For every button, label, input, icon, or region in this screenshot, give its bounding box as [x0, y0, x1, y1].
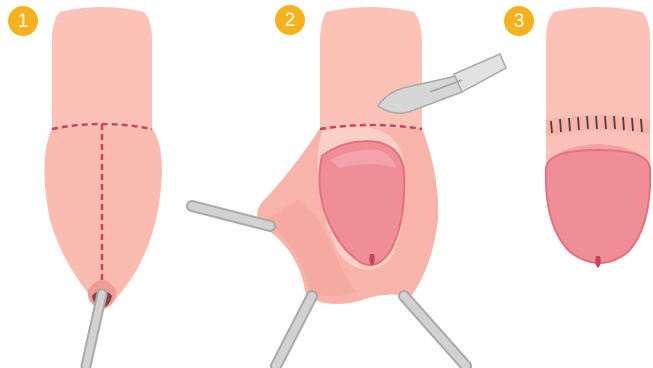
scalpel-handle — [454, 54, 506, 92]
step-3-shaft — [546, 7, 650, 164]
step-1-illustration — [44, 7, 161, 366]
step-2-bottom-left-forceps — [276, 296, 312, 366]
step-3-illustration — [546, 7, 650, 268]
step-1-forceps — [86, 294, 102, 366]
step-2-bottom-right-forceps — [404, 296, 466, 366]
step-3-meatus — [595, 256, 600, 268]
step-2-illustration — [192, 7, 506, 366]
step-3-glans — [546, 150, 650, 263]
